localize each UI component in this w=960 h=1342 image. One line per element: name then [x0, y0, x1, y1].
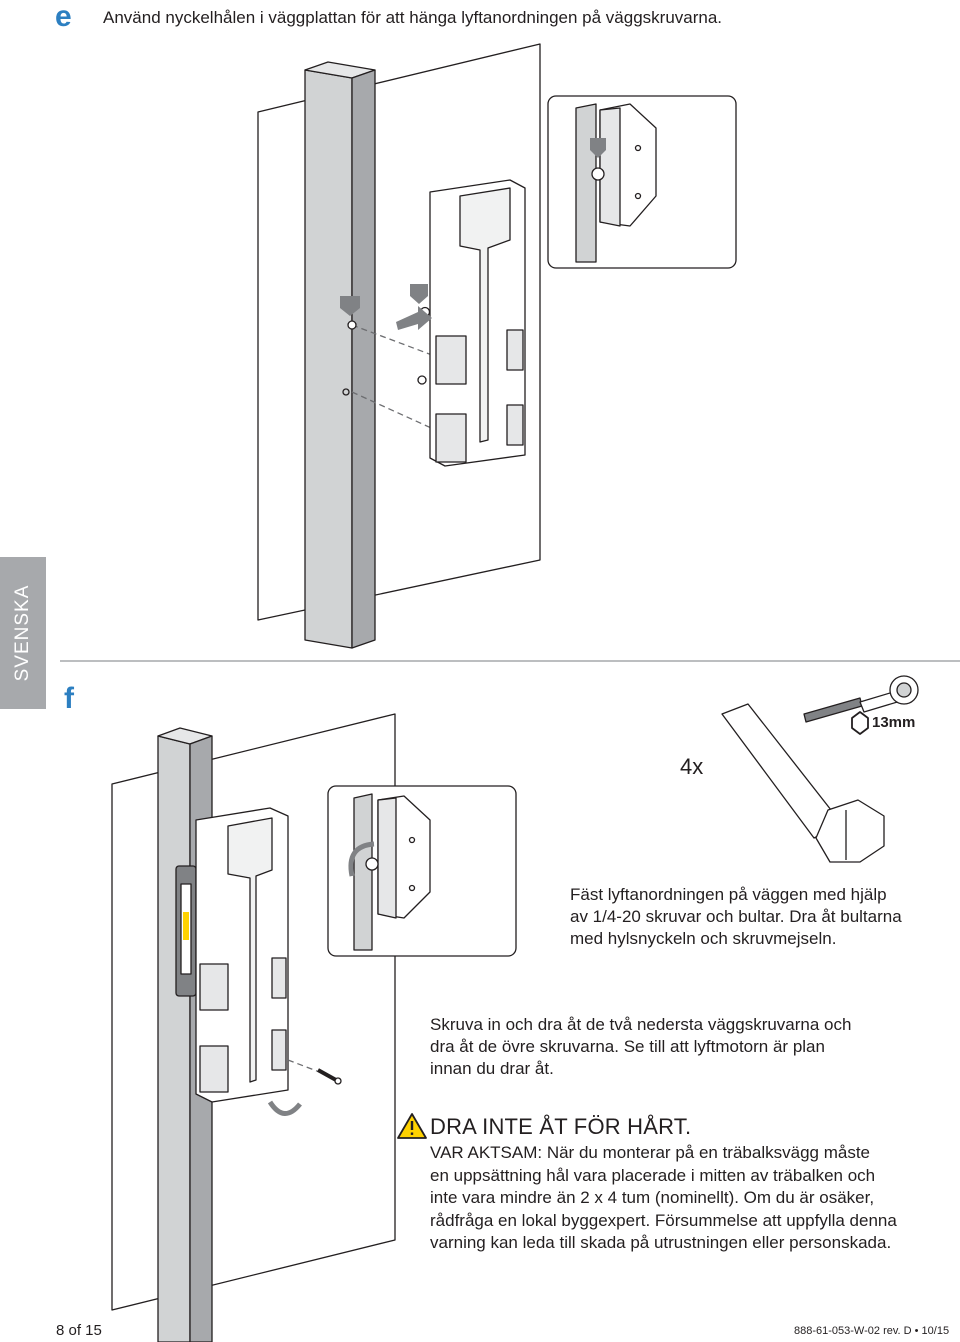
section-divider: [60, 660, 960, 662]
warning-line: varning kan leda till skada på utrustnin…: [430, 1233, 892, 1252]
instruction-1-line: av 1/4-20 skruvar och bultar. Dra åt bul…: [570, 907, 902, 926]
step-e-instruction: Använd nyckelhålen i väggplattan för att…: [103, 8, 723, 27]
tool-size-label: 13mm: [872, 714, 916, 731]
warning-line: en uppsättning hål vara placerade i mitt…: [430, 1165, 876, 1185]
warning-line: rådfråga en lokal byggexpert. Försummels…: [430, 1210, 897, 1230]
quantity-label: 4x: [680, 754, 704, 779]
instruction-1-line: med hylsnyckeln och skruvmejseln.: [570, 929, 837, 948]
instruction-2: Skruva in och dra åt de två nedersta väg…: [430, 1014, 851, 1080]
warning-text: VAR AKTSAM: När du monterar på en träbal…: [430, 1142, 897, 1255]
instruction-1: Fäst lyftanordningen på väggen med hjälp…: [570, 884, 902, 950]
step-letter-e: e: [55, 0, 72, 33]
language-tab: SVENSKA: [0, 557, 46, 709]
instruction-2-line: Skruva in och dra åt de två nedersta väg…: [430, 1015, 852, 1034]
instruction-1-line: Fäst lyftanordningen på väggen med hjälp: [570, 885, 887, 904]
instruction-2-line: dra åt de övre skruvarna. Se till att ly…: [430, 1037, 825, 1056]
warning-line: VAR AKTSAM: När du monterar på en träbal…: [430, 1143, 870, 1162]
step-letter-f: f: [64, 682, 74, 715]
warning-title: DRA INTE ÅT FÖR HÅRT.: [430, 1114, 692, 1139]
warning-line: inte vara mindre än 2 x 4 tum (nominellt…: [430, 1188, 875, 1207]
instruction-2-line: innan du drar åt.: [430, 1059, 554, 1078]
page-number: 8 of 15: [56, 1322, 102, 1339]
document-id: 888-61-053-W-02 rev. D • 10/15: [794, 1325, 950, 1337]
